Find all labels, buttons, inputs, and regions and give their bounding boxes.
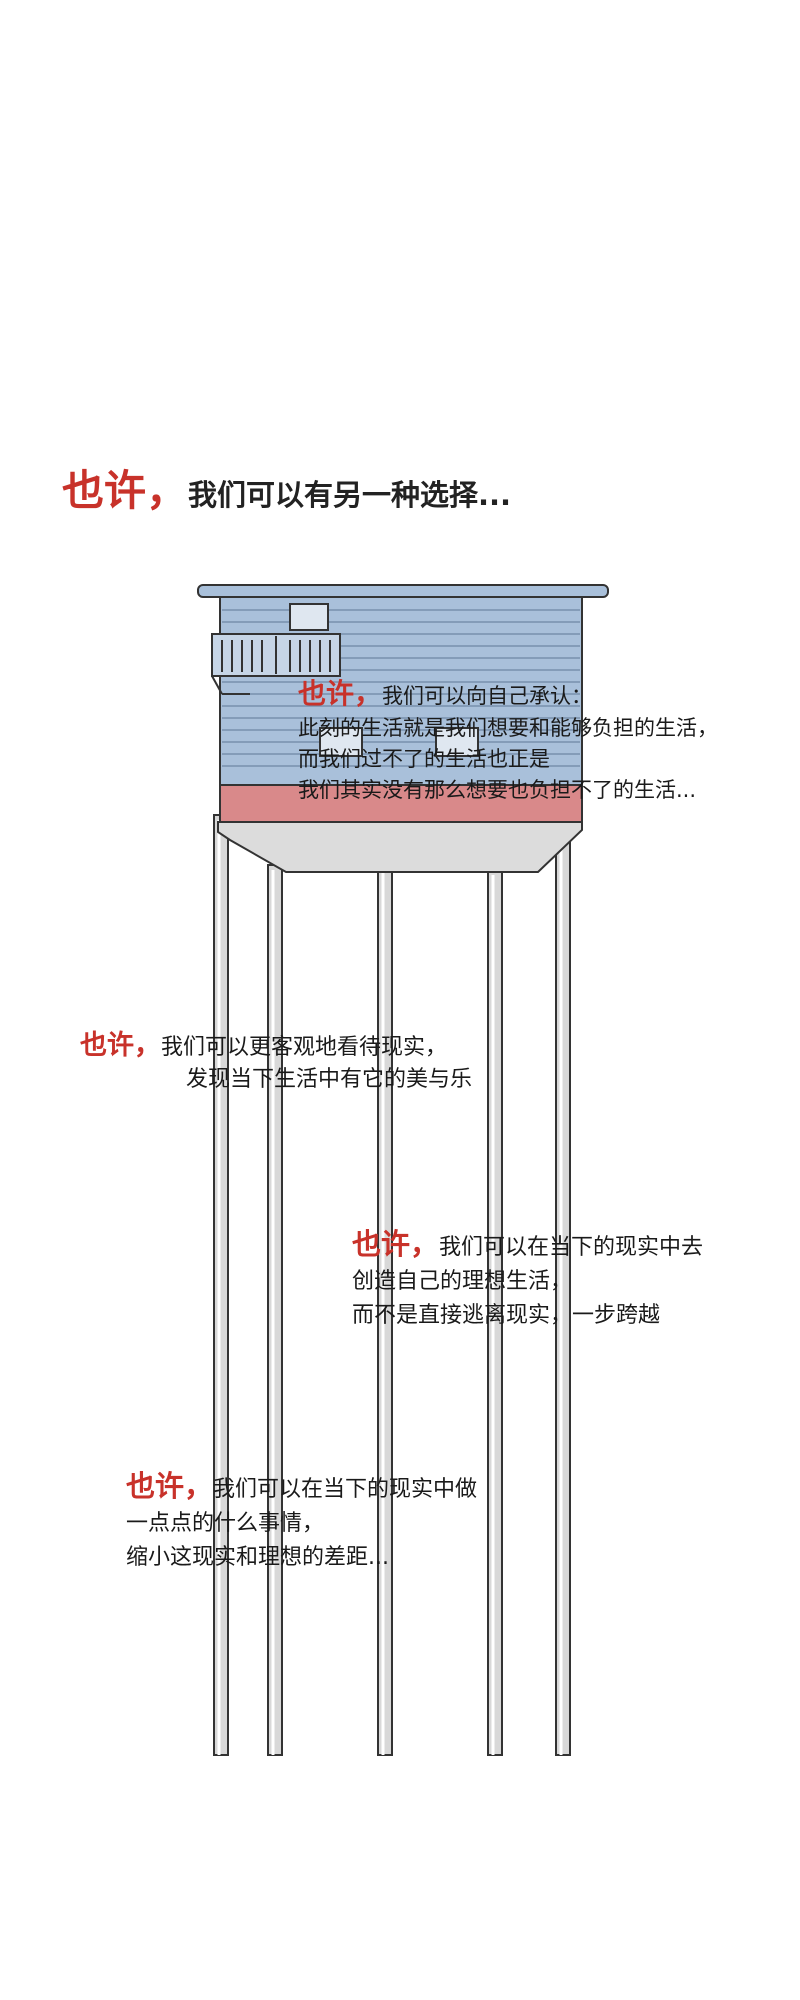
caption-narrow-gap-line: 一点点的什么事情， — [126, 1511, 325, 1536]
caption-admit-line: 此刻的生活就是我们想要和能够负担的生活， — [298, 716, 718, 740]
caption-narrow-gap: 也许，我们可以在当下的现实中做 一点点的什么事情， 缩小这现实和理想的差距... — [126, 1472, 477, 1569]
caption-admit-text: 我们可以向自己承认： — [382, 684, 593, 708]
caption-create-highlight: 也许， — [352, 1227, 440, 1261]
house-body — [219, 594, 583, 786]
caption-create-text: 我们可以在当下的现实中去 — [439, 1235, 704, 1260]
house-roof — [197, 584, 609, 598]
caption-admit: 也许，我们可以向自己承认： 此刻的生活就是我们想要和能够负担的生活， 而我们过不… — [298, 680, 718, 801]
caption-narrow-gap-line: 缩小这现实和理想的差距... — [126, 1545, 389, 1570]
balcony — [211, 633, 341, 695]
caption-narrow-gap-text: 我们可以在当下的现实中做 — [213, 1477, 478, 1502]
house-red-band — [219, 784, 583, 823]
caption-admit-line: 我们其实没有那么想要也负担不了的生活... — [298, 778, 697, 802]
caption-create-line: 创造自己的理想生活， — [352, 1269, 573, 1294]
caption-narrow-gap-highlight: 也许， — [126, 1469, 214, 1503]
caption-choice-highlight: 也许， — [62, 466, 189, 515]
house-windows — [319, 727, 479, 757]
caption-objective-line: 发现当下生活中有它的美与乐 — [186, 1067, 473, 1092]
caption-objective: 也许，我们可以更客观地看待现实， 发现当下生活中有它的美与乐 — [80, 1032, 472, 1091]
caption-objective-text: 我们可以更客观地看待现实， — [161, 1035, 448, 1060]
caption-objective-highlight: 也许， — [80, 1030, 161, 1061]
caption-create: 也许，我们可以在当下的现实中去 创造自己的理想生活， 而不是直接逃离现实，一步跨… — [352, 1230, 703, 1327]
caption-choice: 也许，我们可以有另一种选择... — [62, 470, 511, 512]
roof-hatch — [289, 603, 329, 631]
caption-admit-highlight: 也许， — [298, 677, 383, 710]
caption-choice-text: 我们可以有另一种选择... — [188, 478, 512, 512]
stilt-highlights — [217, 820, 563, 1755]
caption-admit-line: 而我们过不了的生活也正是 — [298, 747, 550, 771]
caption-create-line: 而不是直接逃离现实，一步跨越 — [352, 1303, 661, 1328]
house-base-platform — [217, 821, 583, 873]
